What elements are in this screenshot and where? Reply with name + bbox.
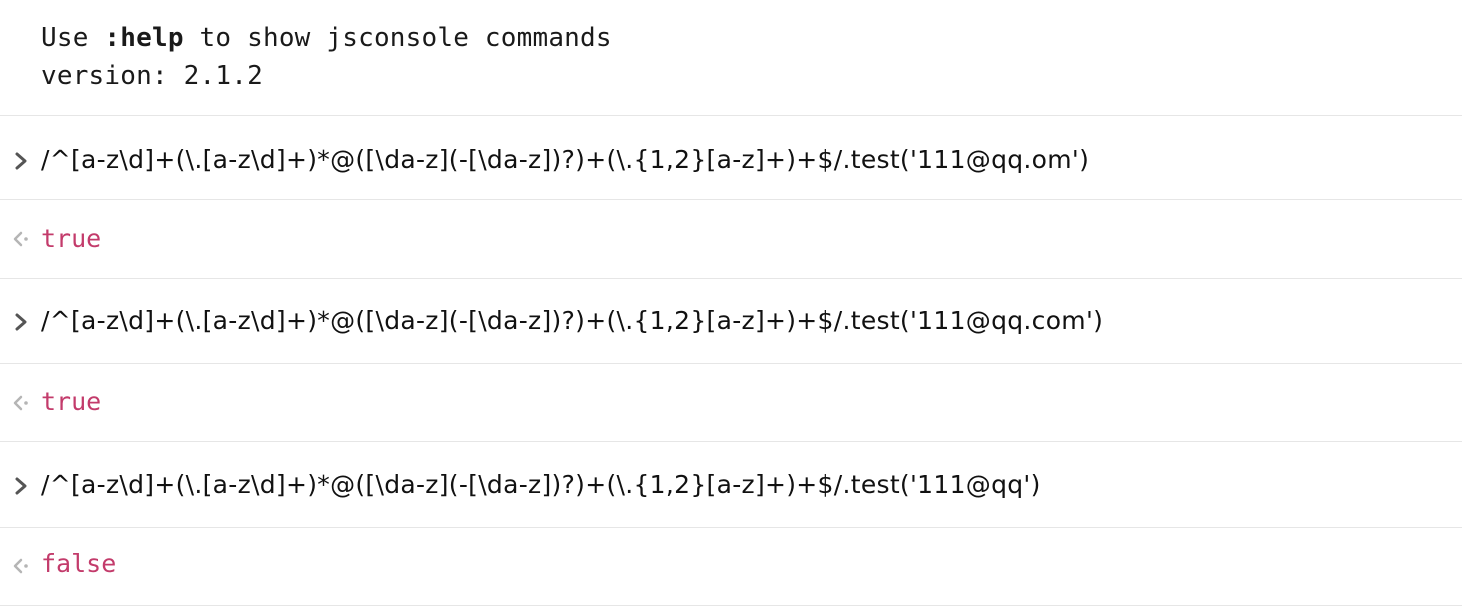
chevron-right-icon [10, 475, 32, 497]
console-output-row: false [0, 528, 1462, 606]
console-header: Use :help to show jsconsole commands ver… [0, 0, 1462, 116]
console-output-value: false [41, 549, 117, 578]
console-output-row: true [0, 364, 1462, 442]
return-arrow-icon [10, 392, 32, 414]
help-hint: Use :help to show jsconsole commands [41, 22, 612, 54]
version-label: version: 2.1.2 [41, 61, 263, 91]
chevron-right-icon [10, 311, 32, 333]
console-output-row: true [0, 200, 1462, 279]
console-input-row[interactable]: /^[a-z\d]+(\.[a-z\d]+)*@([\da-z](-[\da-z… [0, 279, 1462, 364]
help-hint-suffix: to show jsconsole commands [183, 23, 612, 53]
console-output-value: true [41, 224, 102, 253]
return-arrow-icon [10, 555, 32, 577]
return-arrow-icon [10, 228, 32, 250]
console-input-text[interactable]: /^[a-z\d]+(\.[a-z\d]+)*@([\da-z](-[\da-z… [41, 145, 1090, 174]
help-command: :help [104, 23, 184, 53]
console-input-row[interactable]: /^[a-z\d]+(\.[a-z\d]+)*@([\da-z](-[\da-z… [0, 116, 1462, 200]
console-input-text[interactable]: /^[a-z\d]+(\.[a-z\d]+)*@([\da-z](-[\da-z… [41, 470, 1041, 499]
help-hint-prefix: Use [41, 23, 105, 53]
console-input-row[interactable]: /^[a-z\d]+(\.[a-z\d]+)*@([\da-z](-[\da-z… [0, 442, 1462, 528]
console-input-text[interactable]: /^[a-z\d]+(\.[a-z\d]+)*@([\da-z](-[\da-z… [41, 306, 1104, 335]
chevron-right-icon [10, 150, 32, 172]
console-output-value: true [41, 387, 102, 416]
